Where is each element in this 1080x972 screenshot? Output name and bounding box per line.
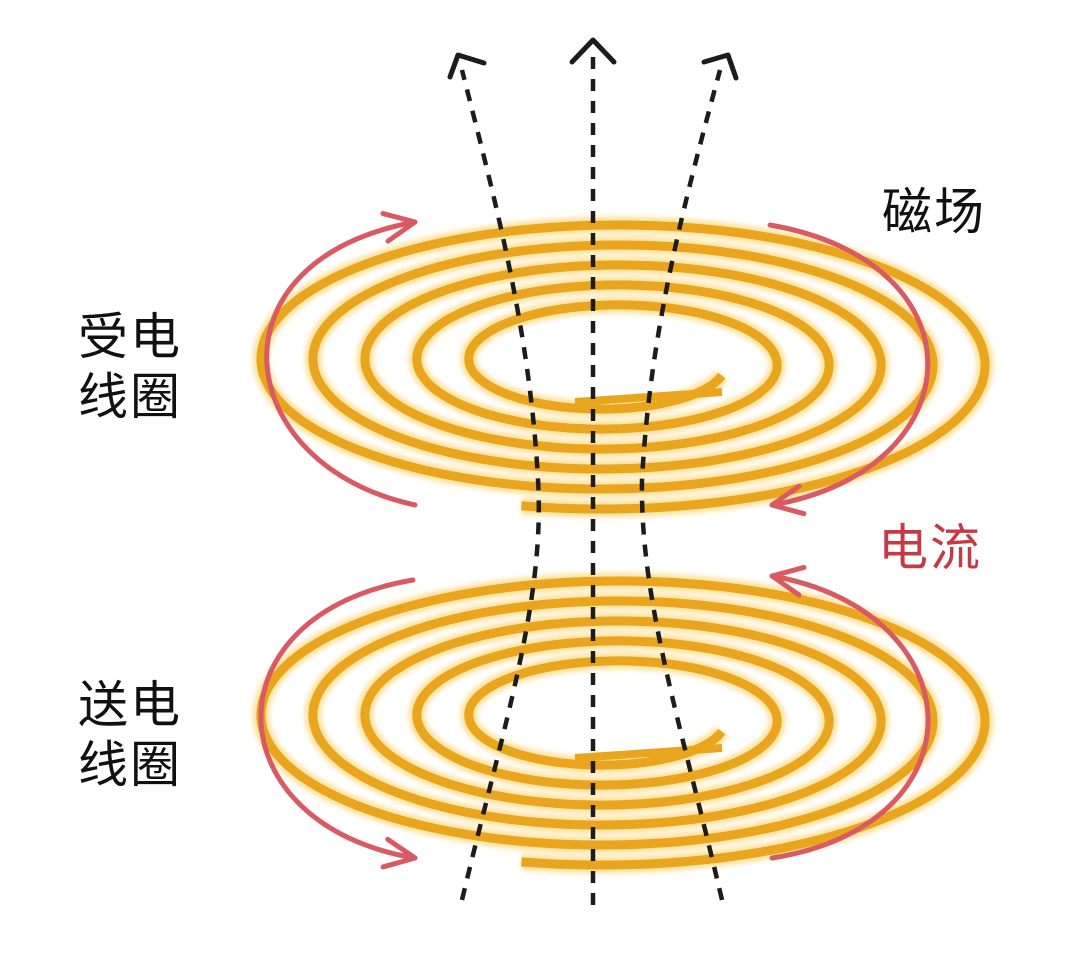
receiving-coil-label-line2: 线圈 — [78, 368, 182, 426]
coil-lead — [574, 744, 723, 762]
current-arrow-bottom-left — [258, 577, 418, 870]
current-text: 电流 — [878, 519, 982, 577]
transmitting-coil-label-line2: 线圈 — [78, 736, 182, 794]
current-arrows — [258, 211, 931, 870]
current-arrow-bottom-right — [769, 564, 931, 861]
coil-wire — [256, 220, 990, 514]
current-arrow-top-left — [264, 211, 418, 508]
field-arrowhead-left — [447, 52, 487, 80]
transmitting-coil-label: 送电 线圈 — [78, 675, 182, 795]
current-label: 电流 — [878, 518, 982, 578]
field-arrowhead-right — [701, 52, 739, 81]
receiving-coil-label-line1: 受电 — [78, 308, 182, 366]
current-arrow-top-right — [767, 222, 931, 517]
field-line-left — [459, 69, 542, 901]
transmitting-coil — [252, 572, 994, 874]
magnetic-field-lines — [459, 52, 725, 905]
transmitting-coil-label-line1: 送电 — [78, 676, 182, 734]
coil-wire — [256, 576, 990, 870]
field-line-right — [639, 69, 725, 901]
magnetic-field-label: 磁场 — [882, 182, 986, 242]
field-arrowhead-center — [569, 37, 617, 65]
magnetic-field-text: 磁场 — [882, 183, 986, 241]
receiving-coil-label: 受电 线圈 — [78, 307, 182, 427]
field-arrowheads — [447, 37, 739, 81]
